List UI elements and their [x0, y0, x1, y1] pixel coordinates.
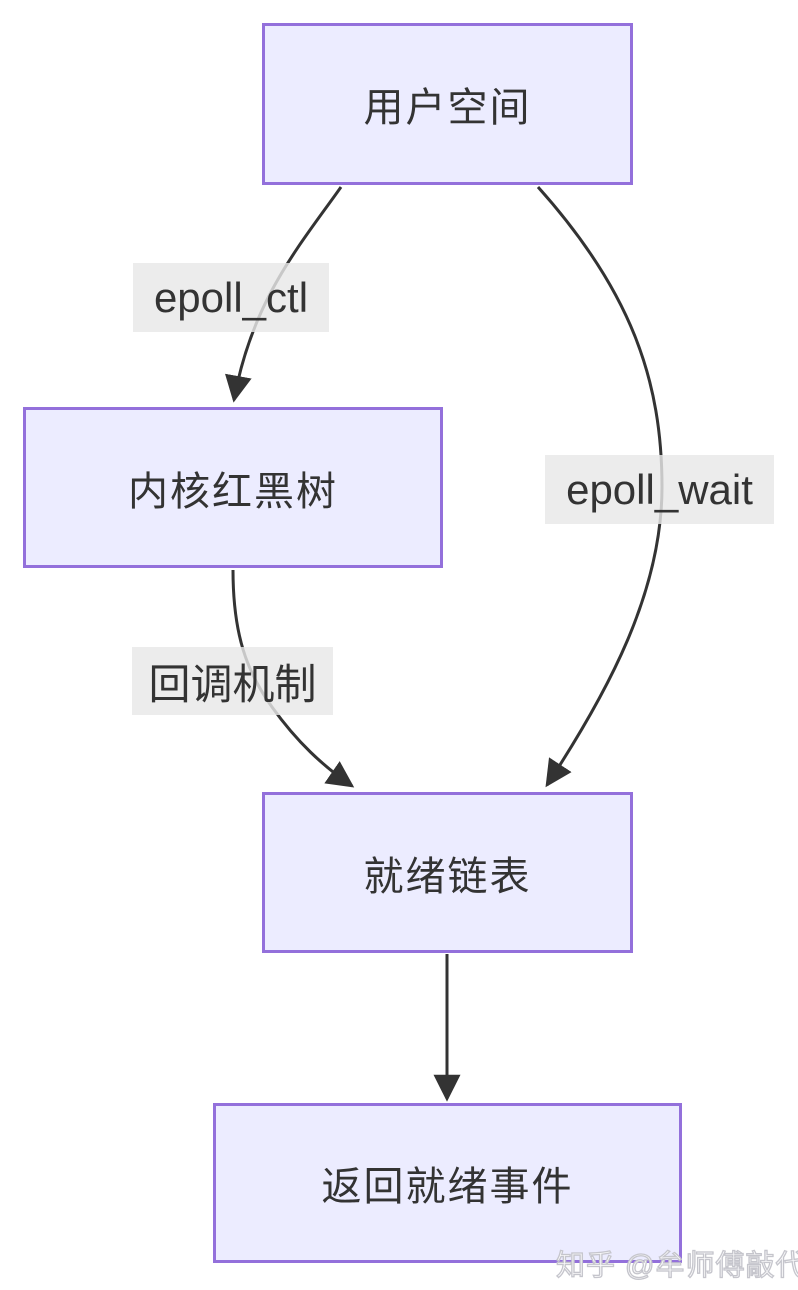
edge-label-callback-text: 回调机制	[148, 660, 317, 708]
node-return-events-label: 返回就绪事件	[321, 1165, 574, 1209]
edge-label-epoll-ctl: epoll_ctl	[133, 263, 329, 332]
edge-label-epoll-ctl-text: epoll_ctl	[153, 273, 309, 321]
watermark-text: 知乎 @牟师傅敲代码	[555, 1249, 798, 1282]
edge-label-epoll-wait: epoll_wait	[545, 455, 774, 524]
node-return-events: 返回就绪事件	[213, 1103, 682, 1263]
node-user-space: 用户空间	[262, 23, 633, 185]
node-kernel-rbtree: 内核红黑树	[23, 407, 443, 568]
watermark: 知乎 @牟师傅敲代码	[555, 1242, 798, 1284]
node-ready-list: 就绪链表	[262, 792, 633, 953]
node-kernel-rbtree-label: 内核红黑树	[128, 469, 338, 514]
edge-label-callback: 回调机制	[132, 647, 333, 715]
node-ready-list-label: 就绪链表	[363, 854, 532, 899]
node-user-space-label: 用户空间	[363, 86, 532, 130]
edge-label-epoll-wait-text: epoll_wait	[566, 465, 753, 513]
